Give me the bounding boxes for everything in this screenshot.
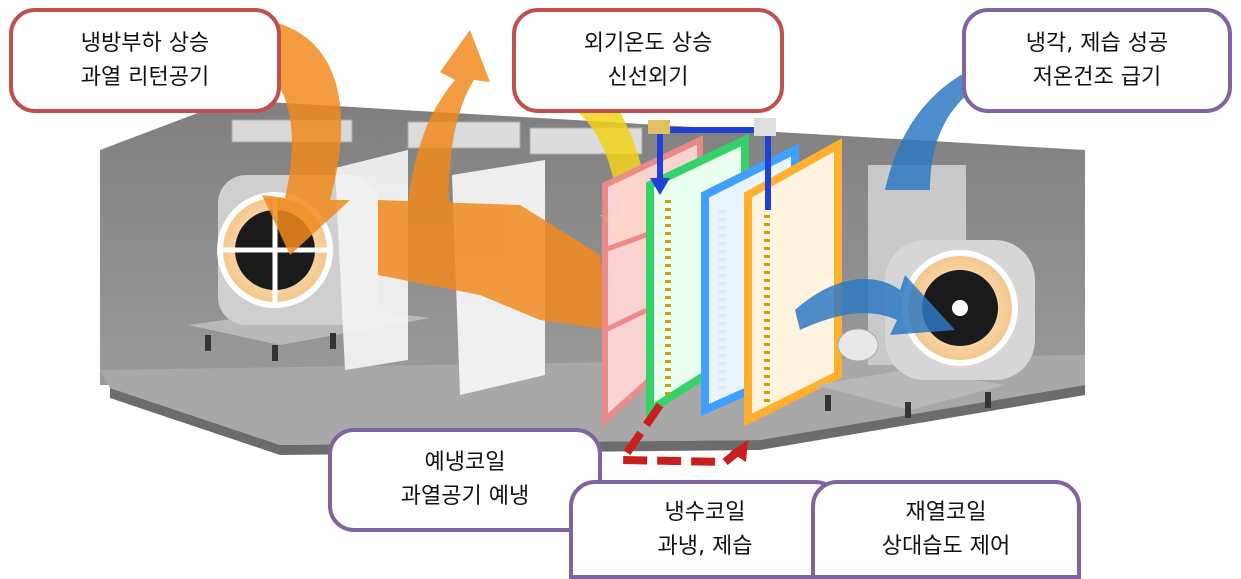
supply-air-callout-line1: 냉각, 제습 성공 [1025,30,1169,56]
valve [648,120,670,134]
return-air-duct-stream [378,200,610,330]
chilled-water-loop [657,127,771,210]
supply-fan-hub [952,300,968,316]
supply-air-callout-line2: 저온건조 급기 [1032,64,1162,90]
reheat-coil-frame [744,138,842,427]
outside-air-callout-line2: 신선외기 [607,64,689,90]
supply-fan-leg [905,402,911,418]
outside-air-callout-line1: 외기온도 상승 [583,30,713,56]
return-air-callout-line1: 냉방부하 상승 [80,30,210,56]
supply-air-callout: 냉각, 제습 성공 저온건조 급기 [962,8,1232,113]
precool-coil-callout: 예냉코일 과열공기 예냉 [328,428,602,532]
precool-coil-callout-line2: 과열공기 예냉 [400,484,530,509]
chilled-water-loop-arrowhead [650,178,670,195]
precool-loop-arrowhead [730,440,748,462]
chilled-coil-callout-line2: 과냉, 제습 [657,533,753,559]
supply-air-flow [795,38,1045,335]
return-air-arrow [230,18,350,255]
supply-fan-motor [837,328,879,362]
supply-fan-leg [985,392,991,408]
return-air-callout-line2: 과열 리턴공기 [80,64,210,90]
precool-water-loop [614,402,743,467]
return-air-callout: 냉방부하 상승 과열 리턴공기 [9,8,281,113]
outside-air-callout: 외기온도 상승 신선외기 [512,8,784,113]
precool-coil-callout-line1: 예냉코일 [424,450,506,475]
cabinet-base-edge [110,385,1085,455]
supply-air-arrow [885,38,1045,190]
chilled-coil-callout: 냉수코일 과냉, 제습 [569,480,841,579]
return-air-flow [230,18,610,330]
exhaust-air-arrow [405,30,490,240]
reheat-coil-callout: 재열코일 상대습도 제어 [811,480,1081,579]
return-fan-leg [330,333,336,349]
valve [754,118,776,136]
supply-air-stream [795,275,955,335]
return-fan-leg [272,345,278,361]
return-fan-leg [205,335,211,351]
reheat-coil-callout-line1: 재열코일 [905,499,987,525]
reheat-coil [744,138,842,427]
reheat-coil-callout-line2: 상대습도 제어 [881,533,1011,559]
supply-fan-leg [825,395,831,411]
chilled-coil-callout-line1: 냉수코일 [664,499,746,525]
